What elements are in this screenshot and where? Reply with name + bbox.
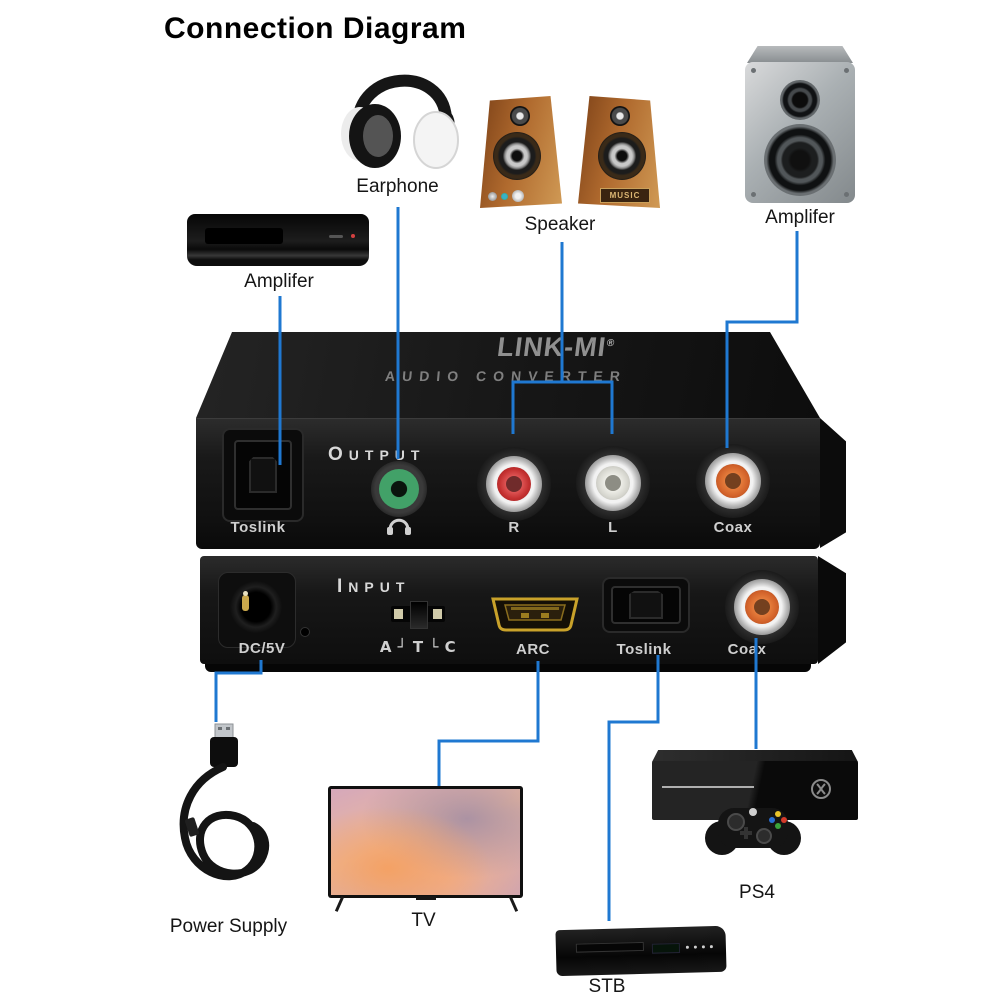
earphone-image (341, 74, 459, 169)
toslink-input-port (602, 577, 690, 633)
coax-output-label: Coax (713, 519, 753, 536)
tweeter (510, 106, 530, 126)
output-heading: OUTPUT (328, 444, 426, 465)
headphone-icon (387, 518, 411, 535)
coax-output-port (696, 444, 770, 518)
coax-input-label: Coax (727, 641, 767, 658)
coax-input-port (725, 570, 799, 644)
line-toslink-input-to-stb (607, 655, 660, 921)
earphone-label: Earphone (356, 176, 439, 197)
amplifier-lid (747, 46, 853, 63)
converter-input-side (818, 556, 846, 664)
arc-label: ARC (516, 641, 550, 658)
input-heading: INPUT (337, 576, 411, 597)
toslink-output-port (222, 428, 304, 522)
toslink-input-label: Toslink (616, 641, 672, 658)
stb-image (555, 925, 727, 977)
deck-usb-port (329, 235, 343, 238)
atc-switch-label: A ┘ T └ C (379, 638, 457, 656)
stb-display (651, 942, 681, 954)
deck-power-led (351, 234, 355, 238)
woofer (493, 132, 541, 180)
rca-l-port (576, 446, 650, 520)
rca-l-label: L (608, 519, 618, 536)
tv-screen (331, 789, 520, 895)
speaker-label: Speaker (524, 214, 596, 235)
tv-image (328, 786, 523, 898)
amplifier-right-label: Amplifer (765, 207, 835, 228)
hdmi-arc-port (491, 597, 579, 632)
product-text: AUDIO CONVERTER (384, 368, 628, 384)
tv-leg-right (508, 896, 519, 912)
amplifier-left-label: Amplifer (244, 271, 314, 292)
line-arc-to-tv (437, 661, 540, 786)
rca-r-port (477, 447, 551, 521)
amplifier-tweeter (780, 80, 820, 120)
game-controller-image (705, 808, 801, 855)
toslink-output-label: Toslink (230, 519, 286, 536)
tv-leg-left (334, 896, 345, 912)
woofer (598, 132, 646, 180)
deck-display (205, 228, 283, 244)
registered-mark: ® (606, 338, 616, 349)
rca-r-label: R (508, 519, 520, 536)
speaker-right: MUSIC (578, 96, 660, 208)
amplifier-woofer (764, 124, 836, 196)
ps4-label: PS4 (739, 882, 775, 903)
stb-label: STB (588, 976, 626, 997)
music-badge: MUSIC (600, 188, 650, 203)
amplifier-left-image (187, 214, 369, 266)
led-hole (300, 627, 310, 637)
dc-label: DC/5V (238, 640, 286, 657)
speaker-left (480, 96, 562, 208)
disc-tray (575, 941, 644, 953)
converter-top-face: LINK-MI® AUDIO CONVERTER (196, 332, 820, 418)
power-supply-label: Power Supply (169, 916, 288, 937)
xbox-logo-icon (811, 779, 831, 799)
page-title: Connection Diagram (164, 12, 467, 45)
dc-power-port (218, 572, 296, 648)
tv-stand (416, 896, 436, 900)
atc-switch (391, 601, 445, 629)
tv-label: TV (411, 910, 436, 931)
brand-text: LINK-MI® (495, 332, 616, 362)
speaker-knobs (488, 190, 524, 202)
converter-side-face (820, 418, 846, 548)
power-supply-image (179, 723, 270, 881)
headphone-jack-port (371, 461, 427, 517)
tweeter (610, 106, 630, 126)
converter-base (205, 664, 811, 672)
